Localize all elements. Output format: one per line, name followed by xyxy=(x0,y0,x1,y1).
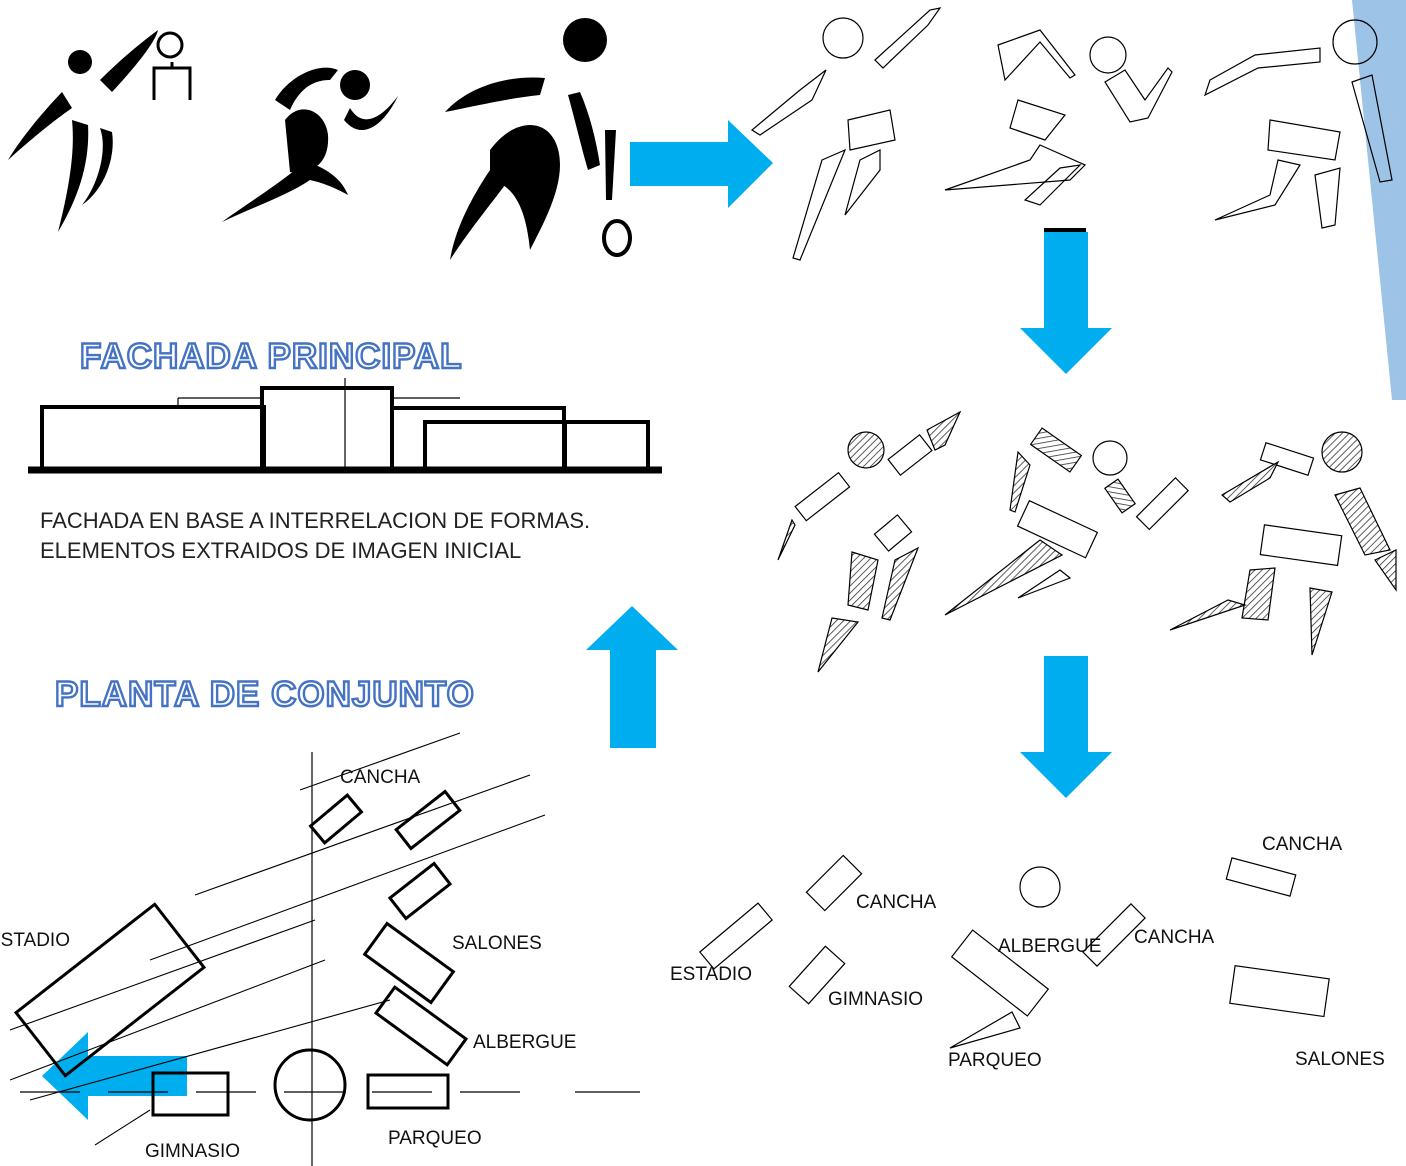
soccer-player-icon xyxy=(445,18,632,260)
soccer-outline-icon xyxy=(1203,19,1393,229)
scattered-elements xyxy=(698,854,1330,1049)
scatter-label-salones: SALONES xyxy=(1295,1049,1385,1070)
planta-label-parqueo: PARQUEO xyxy=(388,1128,482,1149)
fachada-caption-line1: FACHADA EN BASE A INTERRELACION DE FORMA… xyxy=(40,508,590,533)
side-band xyxy=(1352,0,1406,400)
basketball-hatched-icon xyxy=(777,410,962,673)
arrow-right xyxy=(630,120,773,208)
facade-elevation xyxy=(28,378,662,474)
runner-hatched-icon xyxy=(944,427,1190,616)
planta-label-salones: SALONES xyxy=(452,933,542,954)
scatter-label-cancha-2: CANCHA xyxy=(1134,927,1215,948)
scatter-label-cancha-3: CANCHA xyxy=(1262,834,1343,855)
planta-label-cancha: CANCHA xyxy=(340,767,421,788)
soccer-hatched-icon xyxy=(1169,431,1397,656)
fachada-caption-line2: ELEMENTOS EXTRAIDOS DE IMAGEN INICIAL xyxy=(40,538,521,563)
arrow-down-1 xyxy=(1020,232,1112,374)
basketball-player-icon xyxy=(8,30,192,232)
scatter-label-estadio: ESTADIO xyxy=(670,964,752,985)
arrow-up xyxy=(586,606,678,748)
scatter-label-gimnasio: GIMNASIO xyxy=(828,989,923,1010)
basketball-outline-icon xyxy=(750,7,942,261)
scatter-label-parqueo: PARQUEO xyxy=(948,1050,1042,1071)
scatter-label-cancha-1: CANCHA xyxy=(856,892,937,913)
runner-outline-icon xyxy=(944,29,1173,206)
arrow-down-2 xyxy=(1020,656,1112,798)
planta-label-estadio: ESTADIO xyxy=(0,930,70,951)
planta-label-albergue: ALBERGUE xyxy=(473,1032,576,1053)
planta-label-gimnasio: GIMNASIO xyxy=(145,1141,240,1162)
scatter-label-albergue: ALBERGUE xyxy=(998,936,1101,957)
runner-icon xyxy=(222,67,398,222)
site-plan xyxy=(9,732,640,1166)
fachada-heading: FACHADA PRINCIPAL xyxy=(80,337,463,376)
planta-heading: PLANTA DE CONJUNTO xyxy=(55,675,475,714)
arrow-bar-mark xyxy=(1044,228,1086,232)
